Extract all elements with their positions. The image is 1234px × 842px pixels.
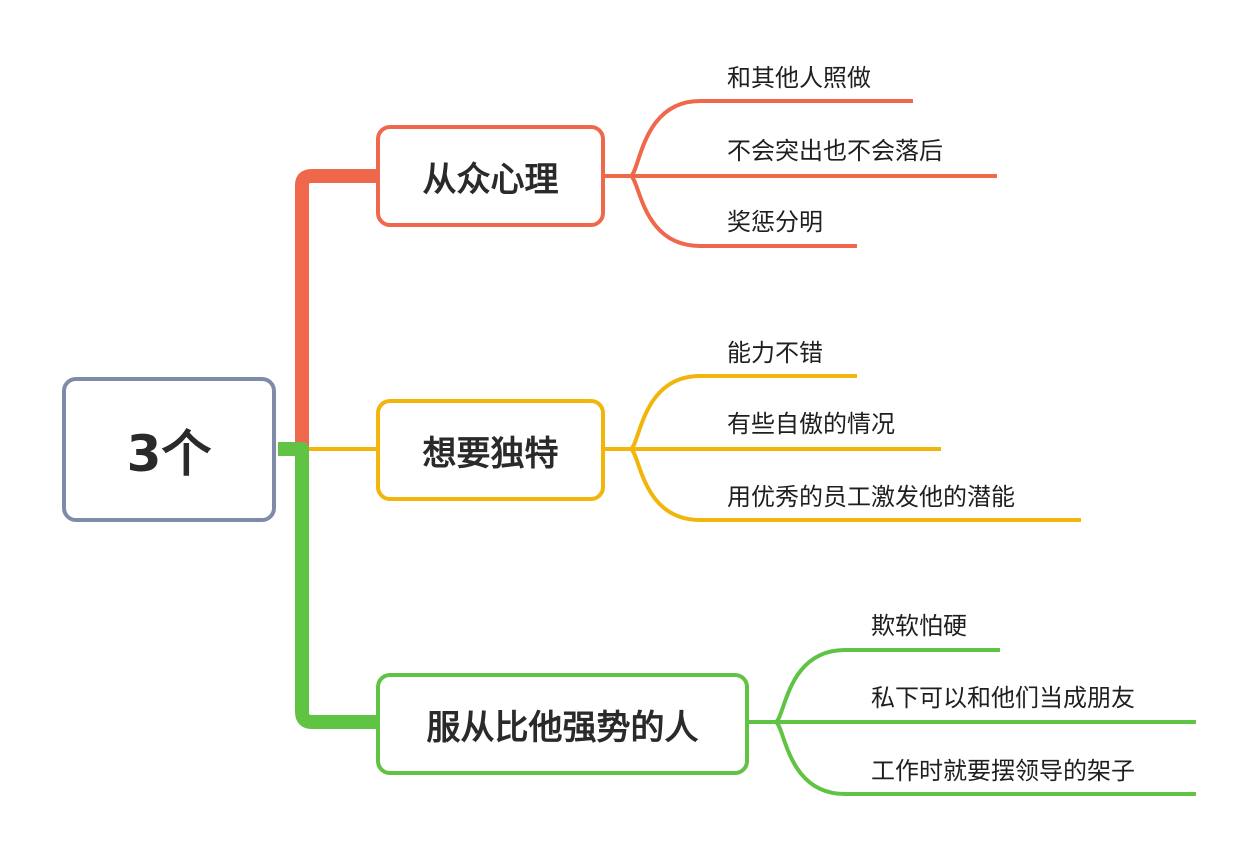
root-node: 3个 [62,377,276,522]
leaf-text: 工作时就要摆领导的架子 [871,757,1135,785]
branch-label: 想要独特 [422,433,559,474]
leaf-text: 有些自傲的情况 [727,410,895,438]
trunk-connector-green [278,442,376,729]
root-label: 3个 [126,424,212,483]
branch-label: 从众心理 [422,159,559,200]
leaf-text: 和其他人照做 [727,64,871,92]
leaf-text: 欺软怕硬 [871,612,967,640]
trunk-connector-red [278,169,376,456]
leaf-text: 私下可以和他们当成朋友 [871,684,1135,712]
leaf-text: 奖惩分明 [727,208,823,236]
leaf-connector-1-3 [629,174,857,248]
leaf-text: 用优秀的员工激发他的潜能 [727,483,1015,511]
leaf-connector-2-3 [628,447,1081,522]
branch-label: 服从比他强势的人 [426,707,699,748]
leaf-text: 能力不错 [727,339,823,367]
branch-node-obey-stronger: 服从比他强势的人 [376,673,749,775]
leaf-text: 不会突出也不会落后 [727,137,943,165]
branch-node-unique: 想要独特 [376,399,605,501]
branch-node-conformity: 从众心理 [376,125,605,227]
leaf-connector-3-3 [773,720,1196,796]
